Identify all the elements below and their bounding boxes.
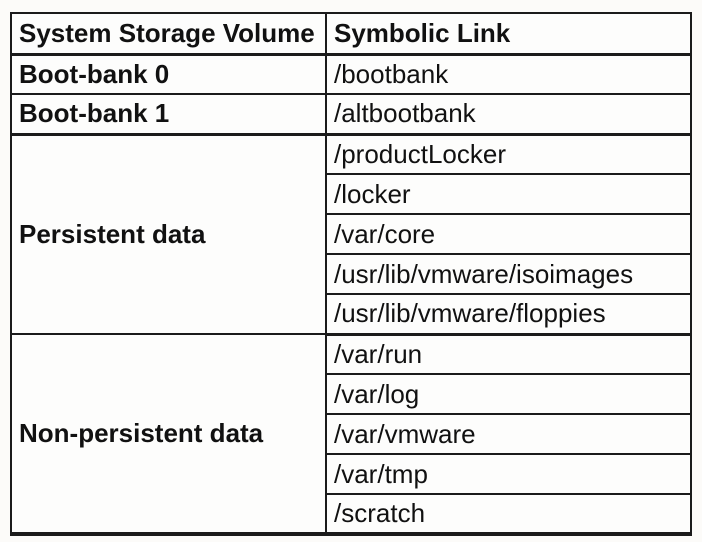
table-row-persistent-3: /var/core	[11, 213, 692, 255]
link-cell-floppies: /usr/lib/vmware/floppies	[325, 293, 692, 336]
header-symbolic-link: Symbolic Link	[325, 12, 692, 56]
link-cell-var-vmware: /var/vmware	[325, 413, 692, 455]
table-row-persistent-1: Persistent data /productLocker	[10, 133, 692, 335]
table-row-nonpersistent-3: /var/vmware	[11, 413, 692, 455]
link-cell-altbootbank: /altbootbank	[325, 93, 692, 136]
table-row-persistent-5: /usr/lib/vmware/floppies	[11, 293, 692, 336]
table-row-persistent-2: /locker	[11, 173, 692, 215]
table-row-nonpersistent-5: /scratch	[11, 493, 692, 535]
volume-cell-persistent-data: Persistent data	[10, 133, 327, 335]
link-cell-productlocker: /productLocker	[325, 133, 692, 175]
link-cell-var-run: /var/run	[325, 333, 692, 375]
link-cell-scratch: /scratch	[325, 493, 692, 535]
link-cell-bootbank: /bootbank	[325, 53, 692, 95]
table-row-bootbank1: Boot-bank 1 /altbootbank	[10, 93, 692, 136]
volume-cell-boot-bank-0: Boot-bank 0	[10, 53, 327, 95]
table-row-nonpersistent-1: Non-persistent data /var/run	[10, 333, 692, 535]
link-cell-isoimages: /usr/lib/vmware/isoimages	[325, 253, 692, 295]
header-system-storage-volume: System Storage Volume	[10, 12, 327, 56]
volume-cell-boot-bank-1: Boot-bank 1	[10, 93, 327, 136]
header-row: System Storage Volume Symbolic Link	[10, 12, 692, 56]
link-cell-var-core: /var/core	[325, 213, 692, 255]
link-cell-locker: /locker	[325, 173, 692, 215]
table-row-persistent-4: /usr/lib/vmware/isoimages	[11, 253, 692, 295]
storage-volume-table: System Storage Volume Symbolic Link Boot…	[10, 12, 692, 536]
volume-cell-non-persistent-data: Non-persistent data	[10, 333, 327, 535]
table-row-nonpersistent-4: /var/tmp	[11, 453, 692, 495]
link-cell-var-log: /var/log	[325, 373, 692, 415]
table-row-bootbank0: Boot-bank 0 /bootbank	[10, 53, 692, 95]
link-cell-var-tmp: /var/tmp	[325, 453, 692, 495]
table-header: System Storage Volume Symbolic Link	[10, 12, 692, 56]
table-body: Boot-bank 0 /bootbank Boot-bank 1 /altbo…	[10, 53, 692, 535]
table-row-nonpersistent-2: /var/log	[11, 373, 692, 415]
